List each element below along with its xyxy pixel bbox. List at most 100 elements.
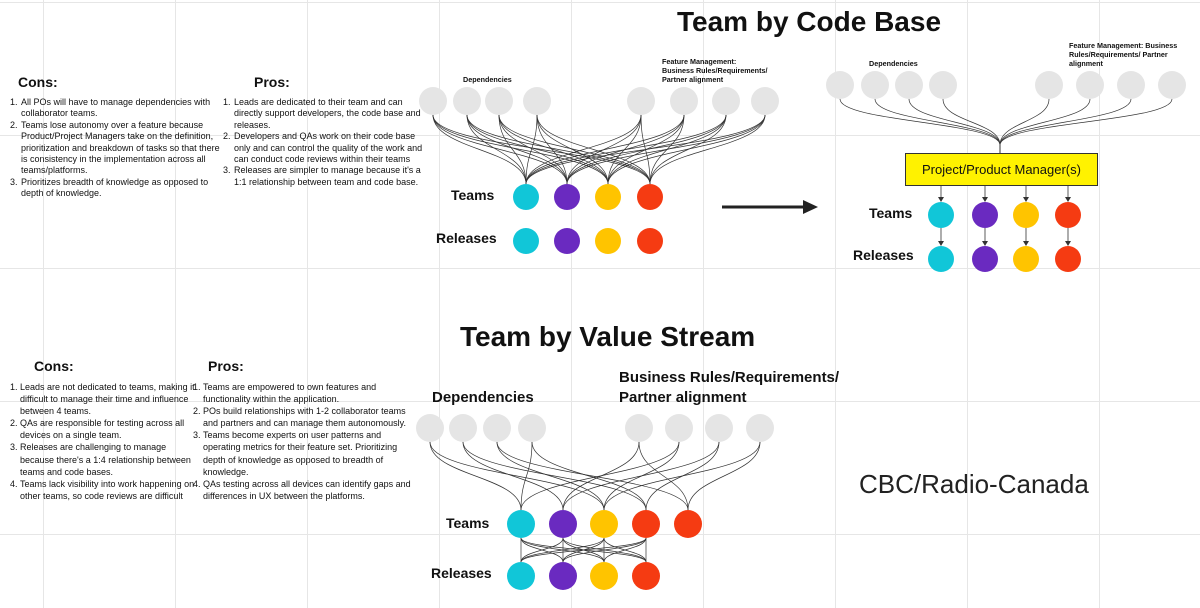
dependency-connector — [429, 441, 522, 511]
brand-text: CBC/Radio-Canada — [859, 469, 1089, 499]
dependency-connector — [607, 114, 766, 185]
dependency-connector — [536, 114, 651, 185]
arrow-head — [982, 241, 988, 246]
dependency-connector — [498, 114, 609, 185]
dependency-node — [826, 71, 854, 99]
top-pros-heading: Pros: — [254, 74, 290, 90]
right-releases-label: Releases — [853, 247, 914, 263]
release-team-node-red — [637, 228, 663, 254]
dependency-node — [419, 87, 447, 115]
dependency-node — [523, 87, 551, 115]
dependency-node — [453, 87, 481, 115]
dependency-node — [449, 414, 477, 442]
business-rules-label: Business Rules/Requirements/ Partner ali… — [619, 369, 840, 406]
list-item: QAs testing across all devices can ident… — [203, 478, 411, 502]
dependency-node — [1158, 71, 1186, 99]
release-team-node-purple — [554, 228, 580, 254]
dependency-connector — [566, 114, 766, 185]
arrow-head — [1065, 241, 1071, 246]
list-item: Releases are challenging to manage becau… — [20, 441, 198, 477]
team-node-yellow — [1013, 202, 1039, 228]
team-node-cyan — [928, 202, 954, 228]
dependency-node — [746, 414, 774, 442]
team-node — [674, 510, 702, 538]
bottom-pros-heading: Pros: — [208, 358, 244, 374]
release-team-node-yellow — [595, 228, 621, 254]
team-node-purple — [554, 184, 580, 210]
team-node-purple — [972, 202, 998, 228]
list-item: Teams lack visibility into work happenin… — [20, 478, 198, 502]
arrow-head — [1023, 241, 1029, 246]
dependency-connector — [649, 114, 766, 185]
dependency-node — [929, 71, 957, 99]
dependency-connector — [429, 441, 605, 511]
list-item: Releases are simpler to manage because i… — [233, 165, 433, 188]
dependency-node — [1076, 71, 1104, 99]
bottom-cons-heading: Cons: — [34, 358, 74, 374]
dependency-connector — [432, 114, 651, 185]
dependency-connector — [496, 441, 689, 511]
dependency-node — [483, 414, 511, 442]
release-node — [632, 562, 660, 590]
dependency-node — [1035, 71, 1063, 99]
list-item: Leads are dedicated to their team and ca… — [233, 97, 433, 131]
team-node-red — [1055, 202, 1081, 228]
release-connector — [562, 537, 647, 563]
dependency-node — [895, 71, 923, 99]
release-team-node-cyan — [513, 228, 539, 254]
dependency-connector — [466, 114, 651, 185]
dependencies-label: Dependencies — [463, 75, 512, 84]
value-stream-title: Team by Value Stream — [460, 321, 756, 352]
bottom-teams-label: Teams — [446, 515, 490, 531]
team-node — [549, 510, 577, 538]
top-cons-heading: Cons: — [18, 74, 58, 90]
release-node — [590, 562, 618, 590]
list-item: Prioritizes breadth of knowledge as oppo… — [20, 177, 222, 200]
team-node — [507, 510, 535, 538]
top-cons-list: All POs will have to manage dependencies… — [3, 97, 222, 200]
arrow-head — [938, 197, 944, 202]
dependency-connector — [536, 114, 609, 185]
dependency-node — [518, 414, 546, 442]
dependency-node — [416, 414, 444, 442]
team-node-yellow — [595, 184, 621, 210]
pm-connector — [999, 98, 1173, 146]
dependency-node — [861, 71, 889, 99]
list-item: Leads are not dedicated to teams, making… — [20, 381, 198, 417]
list-item: Teams become experts on user patterns an… — [203, 429, 411, 477]
top-pros-list: Leads are dedicated to their team and ca… — [216, 97, 433, 188]
code-base-title: Team by Code Base — [677, 6, 942, 37]
release-node — [549, 562, 577, 590]
feature-management-label: Feature Management: Business Rules/Requi… — [662, 57, 768, 84]
release-team-node-yellow — [1013, 246, 1039, 272]
bottom-pros-list: Teams are empowered to own features and … — [186, 381, 411, 502]
bottom-releases-label: Releases — [431, 565, 492, 581]
project-product-manager-box: Project/Product Manager(s) — [905, 153, 1098, 186]
dependency-node — [485, 87, 513, 115]
dependency-connector — [432, 114, 568, 185]
release-node — [507, 562, 535, 590]
dependency-connector — [603, 441, 761, 511]
arrow-head — [1065, 197, 1071, 202]
dependency-node — [627, 87, 655, 115]
team-node-red — [637, 184, 663, 210]
dependency-connector — [466, 114, 609, 185]
dependency-connector — [531, 441, 647, 511]
dependency-connector — [525, 114, 766, 185]
release-connector — [520, 537, 564, 563]
dependency-connector — [687, 441, 761, 511]
dependency-connector — [525, 114, 685, 185]
pm-connector — [908, 98, 1001, 146]
dependency-connector — [638, 441, 689, 511]
arrow-head — [982, 197, 988, 202]
dependency-connector — [496, 441, 605, 511]
team-node — [632, 510, 660, 538]
right-feature-management-label: Feature Management: Business Rules/Requi… — [1069, 41, 1178, 68]
arrow-head — [1023, 197, 1029, 202]
dependency-node — [625, 414, 653, 442]
pm-connector — [999, 98, 1050, 146]
dependency-node — [1117, 71, 1145, 99]
dependency-connector — [520, 441, 533, 511]
team-node — [590, 510, 618, 538]
